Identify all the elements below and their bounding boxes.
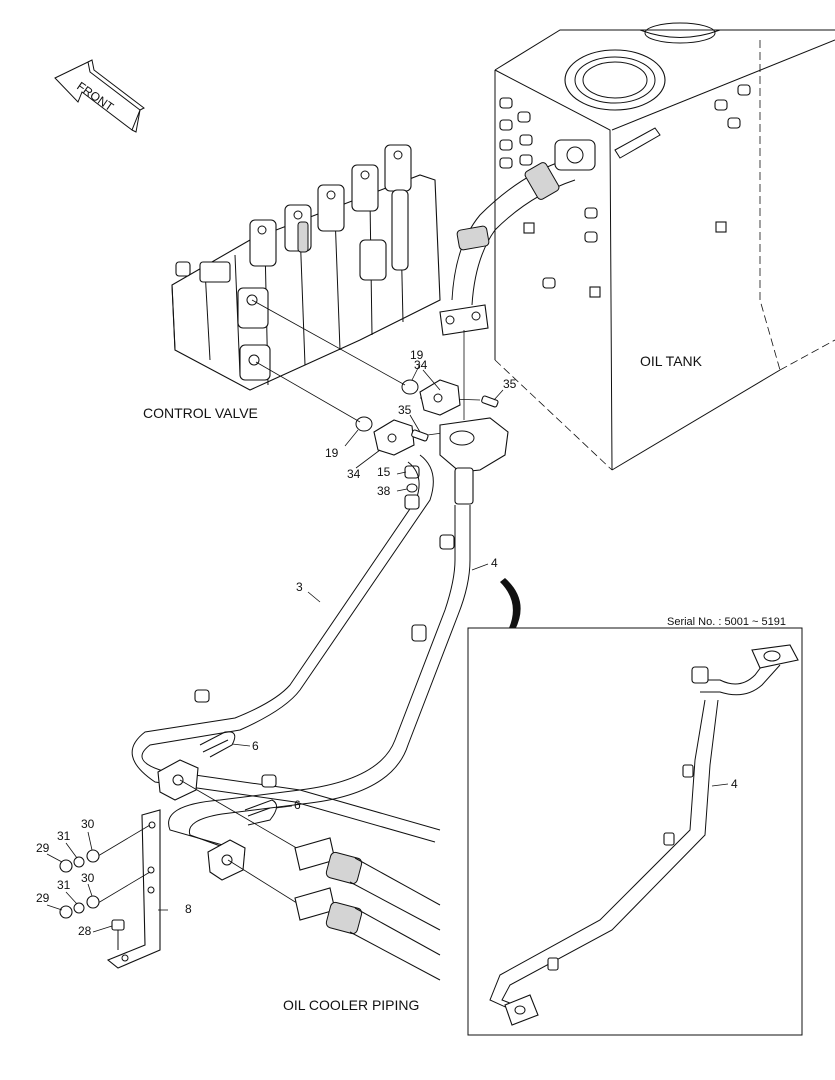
oil-cooler-hose-lower (294, 887, 441, 981)
callout-6-lower: 6 (294, 798, 301, 812)
callout-38: 38 (377, 484, 391, 498)
oil-tank-title: OIL TANK (640, 353, 703, 369)
oil-cooler-piping-title: OIL COOLER PIPING (283, 997, 419, 1013)
control-valve-title: CONTROL VALVE (143, 405, 258, 421)
support-bracket (106, 809, 161, 969)
callout-35-lower: 35 (398, 403, 412, 417)
callout-15: 15 (377, 465, 391, 479)
callout-29-upper: 29 (36, 841, 50, 855)
oil-tank (494, 22, 835, 471)
callout-29-lower: 29 (36, 891, 50, 905)
inset-pointer (500, 578, 521, 630)
callout-3: 3 (296, 580, 303, 594)
u-bolt-lower (244, 799, 277, 826)
pipe-3 (131, 454, 441, 843)
front-label: FRONT (74, 79, 116, 115)
pipe-4 (168, 505, 471, 856)
oil-cooler-hose-upper (294, 837, 441, 931)
inset-serial: Serial No. : 5001 ~ 5191 (667, 616, 786, 628)
u-bolt-upper (199, 731, 236, 758)
callout-19-upper: 19 (410, 348, 424, 362)
inset-callout-4: 4 (731, 777, 738, 791)
o-ring-lower (355, 416, 373, 432)
bolt-lower (411, 429, 429, 442)
hardware (59, 849, 125, 950)
callout-6-upper: 6 (252, 739, 259, 753)
split-flange-upper (419, 379, 461, 416)
pipe-flange-upper (157, 759, 199, 801)
bolt-upper (481, 395, 499, 408)
o-ring-upper (401, 379, 419, 395)
callout-35-upper: 35 (503, 377, 517, 391)
pipe-flange-lower (207, 839, 246, 881)
control-valve (171, 144, 441, 391)
front-arrow-icon (54, 59, 145, 133)
callout-34-upper: 34 (414, 358, 428, 372)
callout-31-lower: 31 (57, 878, 71, 892)
callout-34-lower: 34 (347, 467, 361, 481)
callout-28: 28 (78, 924, 92, 938)
callout-8: 8 (185, 902, 192, 916)
split-flange-lower (373, 419, 415, 456)
tee-fitting (439, 417, 509, 505)
callout-19-lower: 19 (325, 446, 339, 460)
callout-31-upper: 31 (57, 829, 71, 843)
suction-hose (439, 139, 596, 420)
callout-30-upper: 30 (81, 817, 95, 831)
seal (406, 483, 418, 493)
callout-4: 4 (491, 556, 498, 570)
serial-inset (467, 627, 803, 1036)
callout-30-lower: 30 (81, 871, 95, 885)
